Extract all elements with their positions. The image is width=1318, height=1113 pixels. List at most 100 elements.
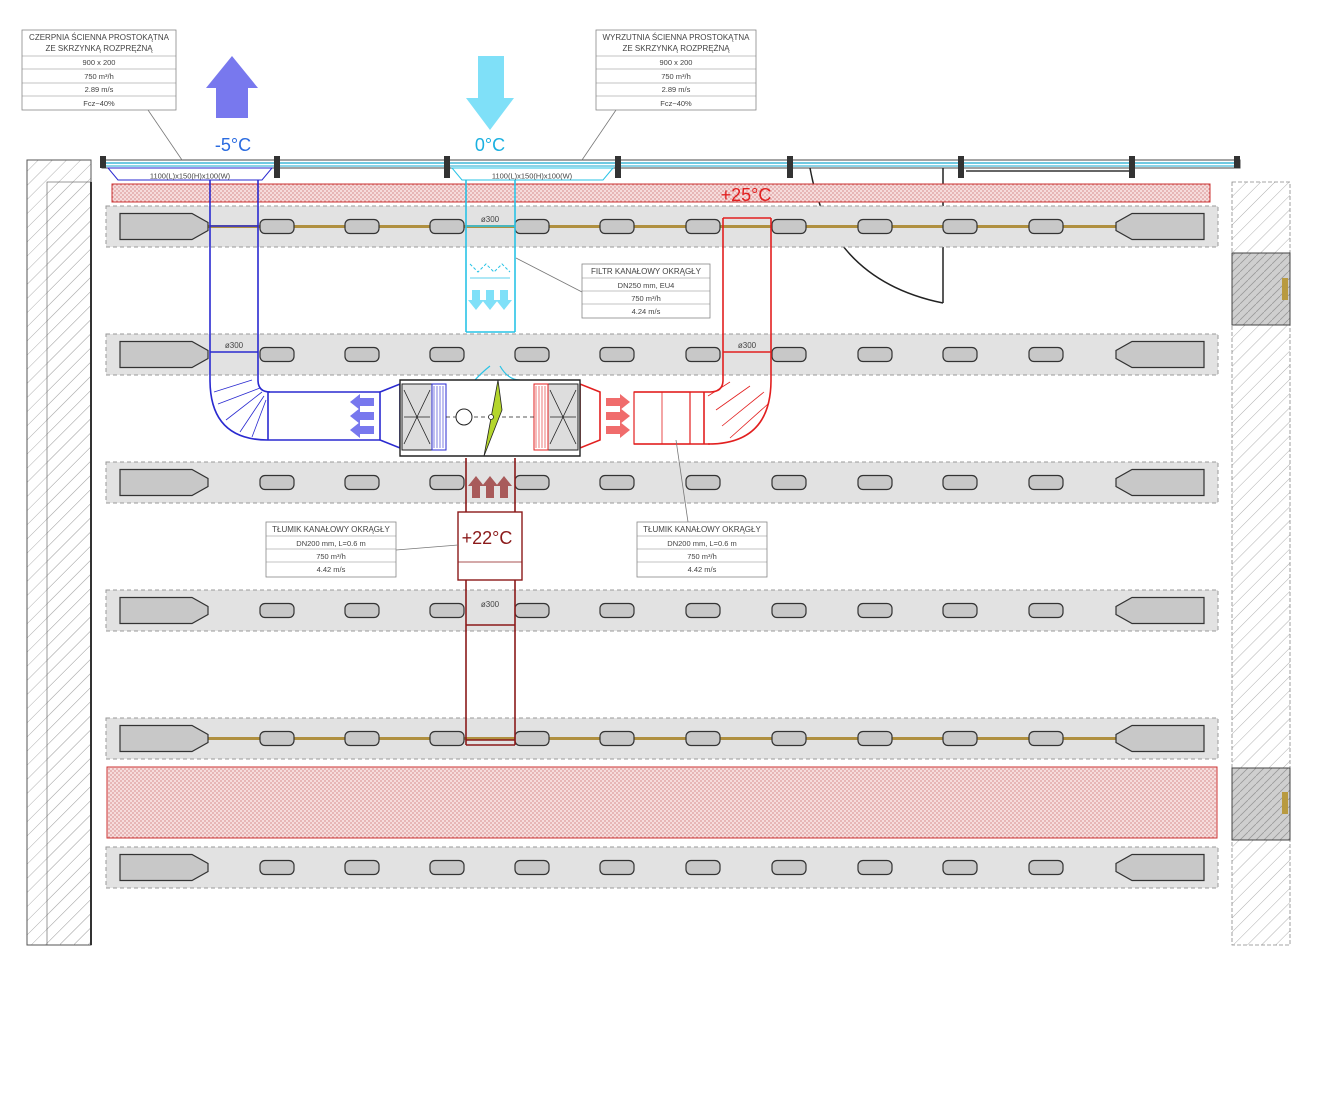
slab-core-hole (771, 730, 807, 747)
slab-core-hole (942, 346, 978, 363)
intake-plenum: 1100(L)x150(H)x100(W) (106, 167, 274, 181)
intake-velocity: 2.89 m/s (85, 85, 114, 94)
intake-flow: 750 m³/h (84, 72, 114, 81)
leader-lines (147, 109, 689, 551)
slab-core-hole (514, 602, 550, 619)
exhaust-outlet-arrow-icon (206, 56, 258, 118)
slab-core-hole (259, 859, 295, 876)
silencer-left-spec: DN200 mm, L=0.6 m (296, 539, 365, 548)
filter-title: FILTR KANAŁOWY OKRĄGŁY (591, 267, 702, 276)
silencer-right-title: TŁUMIK KANAŁOWY OKRĄGŁY (643, 525, 761, 534)
duct-label-exhaust: ø300 (225, 341, 244, 350)
slab-end-cap (1115, 212, 1205, 241)
slab-core-hole (1028, 730, 1064, 747)
slab-core-hole (259, 346, 295, 363)
slab-core-hole (685, 346, 721, 363)
slab-core-hole (514, 859, 550, 876)
temp-fresh-in: 0°C (475, 135, 505, 155)
slab-core-hole (344, 346, 380, 363)
slab-core-hole (942, 218, 978, 235)
heater-strip-top (111, 183, 1211, 203)
slab-core-hole (685, 602, 721, 619)
extract-flow-arrows (468, 476, 512, 498)
slab-core-hole (942, 730, 978, 747)
slab-band (105, 589, 1219, 632)
slab-core-hole (685, 859, 721, 876)
silencer-left-velocity: 4.42 m/s (317, 565, 346, 574)
temp-supply: +25°C (721, 185, 772, 205)
exhaust-area: Fcz~40% (660, 99, 692, 108)
silencer-left-flow: 750 m³/h (316, 552, 346, 561)
intake-title-1: CZERPNIA ŚCIENNA PROSTOKĄTNA (29, 33, 170, 42)
slab-core-hole (1028, 218, 1064, 235)
silencer-left-title: TŁUMIK KANAŁOWY OKRĄGŁY (272, 525, 390, 534)
slab-core-hole (771, 859, 807, 876)
slab-core-hole (344, 730, 380, 747)
slab-core-hole (429, 602, 465, 619)
slab-core-hole (771, 602, 807, 619)
supply-flow-arrows (606, 394, 630, 438)
silencer-right-spec-box: TŁUMIK KANAŁOWY OKRĄGŁY DN200 mm, L=0.6 … (636, 521, 768, 578)
intake-size: 900 x 200 (83, 58, 116, 67)
slab-band (105, 333, 1219, 376)
exhaust-duct (209, 180, 401, 450)
slab-core-hole (599, 602, 635, 619)
fresh-flow-arrows (468, 290, 512, 310)
slab-core-hole (857, 218, 893, 235)
slab-core-hole (1028, 859, 1064, 876)
slab-core-hole (514, 730, 550, 747)
exhaust-velocity: 2.89 m/s (662, 85, 691, 94)
slab-core-hole (685, 474, 721, 491)
slab-end-cap (119, 596, 209, 625)
slab-core-hole (771, 218, 807, 235)
intake-title-2: ZE SKRZYNKĄ ROZPRĘŻNĄ (45, 44, 153, 53)
slab-core-hole (344, 602, 380, 619)
heater-strip-bottom (106, 766, 1218, 839)
slab-core-hole (942, 474, 978, 491)
filter-flow: 750 m³/h (631, 294, 661, 303)
slab-core-hole (259, 730, 295, 747)
slab-core-hole (429, 346, 465, 363)
slab-core-hole (1028, 474, 1064, 491)
supply-duct (579, 217, 772, 450)
exhaust-spec-box: WYRZUTNIA ŚCIENNA PROSTOKĄTNA ZE SKRZYNK… (595, 29, 757, 111)
slab-end-cap (119, 853, 209, 882)
slab-core-hole (599, 346, 635, 363)
slab-core-hole (599, 730, 635, 747)
slab-core-hole (1028, 346, 1064, 363)
slab-end-cap (119, 212, 209, 241)
fresh-inlet-arrow-icon (466, 56, 514, 130)
plenum-left-label: 1100(L)x150(H)x100(W) (150, 172, 231, 181)
duct-label-fresh: ø300 (481, 215, 500, 224)
temp-extract: +22°C (462, 528, 513, 548)
window-frame (100, 156, 1241, 178)
slab-core-hole (429, 474, 465, 491)
slab-core-hole (514, 346, 550, 363)
heat-recovery-unit (399, 379, 581, 457)
intake-area: Fcz~40% (83, 99, 115, 108)
slab-core-hole (514, 474, 550, 491)
slab-core-hole (259, 474, 295, 491)
slab-end-cap (119, 724, 209, 753)
slab-core-hole (942, 859, 978, 876)
slab-core-hole (514, 218, 550, 235)
exhaust-flow: 750 m³/h (661, 72, 691, 81)
intake-spec-box: CZERPNIA ŚCIENNA PROSTOKĄTNA ZE SKRZYNKĄ… (21, 29, 177, 111)
slab-end-cap (1115, 340, 1205, 369)
slab-core-hole (259, 602, 295, 619)
duct-label-supply: ø300 (738, 341, 757, 350)
exhaust-title-2: ZE SKRZYNKĄ ROZPRĘŻNĄ (622, 44, 730, 53)
right-wall (1231, 181, 1291, 946)
slab-core-hole (771, 346, 807, 363)
slab-end-cap (1115, 596, 1205, 625)
filter-spec: DN250 mm, EU4 (618, 281, 675, 290)
plenum-right-label: 1100(L)x150(H)x100(W) (492, 172, 573, 181)
slab-band (105, 205, 1219, 248)
slab-core-hole (429, 859, 465, 876)
slab-core-hole (429, 218, 465, 235)
exhaust-title-1: WYRZUTNIA ŚCIENNA PROSTOKĄTNA (603, 33, 751, 42)
floor-slabs (105, 205, 1219, 889)
left-wall (26, 159, 92, 946)
slab-core-hole (259, 218, 295, 235)
